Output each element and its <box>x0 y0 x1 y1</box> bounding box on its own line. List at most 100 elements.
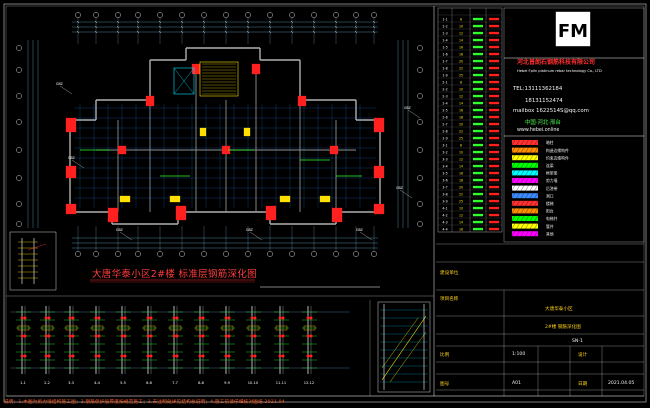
axis-bubble-top <box>93 12 99 18</box>
mailbox-label: mailbox <box>513 108 535 114</box>
column-hatched <box>65 203 77 215</box>
rebar-row-mark <box>489 66 499 70</box>
legend-hatch <box>534 177 538 184</box>
section-node <box>250 316 254 320</box>
elevator-cross <box>173 67 195 95</box>
axis-bubble-top <box>157 12 163 18</box>
edge-member <box>243 127 251 137</box>
section-cap <box>247 325 260 331</box>
legend-hatch <box>525 155 529 161</box>
column-hatched <box>175 205 187 221</box>
rebar-row-mark <box>473 108 483 112</box>
rebar-row-mark <box>473 59 483 63</box>
legend-label: 后浇带 <box>546 186 558 191</box>
legend-label: 洞口 <box>546 193 554 198</box>
legend-hatch <box>520 193 525 199</box>
rebar-row-mark <box>473 122 483 126</box>
section-node <box>253 316 257 320</box>
project-name: 大唐华泰小区 <box>545 307 573 312</box>
dimension-tick <box>312 25 316 29</box>
dimension-tick <box>136 20 140 24</box>
section-node <box>281 316 285 320</box>
wall-detail <box>9 231 57 291</box>
scale-value: 1:100 <box>512 352 526 357</box>
rebar-row-size: 16 <box>459 171 463 175</box>
dimension-tick <box>246 20 250 24</box>
axis-bubble-bottom <box>201 251 207 257</box>
column-hatched <box>297 95 307 107</box>
dimension-tick <box>354 30 358 34</box>
axis-bubble-top <box>311 12 317 18</box>
rebar-row-mark <box>489 94 499 98</box>
legend-hatch <box>525 170 529 176</box>
axis-bubble-left <box>16 221 22 227</box>
rebar-row-mark <box>489 220 499 224</box>
dimension-tick <box>372 30 376 34</box>
sheet-value: A01 <box>512 381 521 386</box>
section-cap <box>117 325 130 331</box>
section-node <box>23 354 27 358</box>
column-hatched <box>65 117 77 133</box>
rebar-row-index: 3-6 <box>442 178 447 182</box>
axis-bubble-bottom <box>289 251 295 257</box>
section-cap <box>41 325 54 331</box>
rebar-row-mark <box>473 136 483 140</box>
axis-bubble-right <box>417 93 423 99</box>
leader-line <box>71 159 85 169</box>
rebar-row-mark <box>489 157 499 161</box>
detail-leader <box>27 243 47 251</box>
axis-bubble-left <box>16 201 22 207</box>
rebar-row-index: 1-8 <box>442 66 447 70</box>
rebar-row-mark <box>489 24 499 28</box>
axis-bubble-bottom <box>353 251 359 257</box>
dimension-tick <box>268 30 272 34</box>
axis-bubble-top <box>179 12 185 18</box>
legend-hatch <box>516 200 520 206</box>
axis-bubble-bottom <box>311 251 317 257</box>
section-node <box>20 316 24 320</box>
section-node <box>44 354 48 358</box>
dimension-tick <box>354 25 358 29</box>
axis-bubble-left <box>16 119 22 125</box>
legend-hatch <box>520 139 525 146</box>
legend-frame <box>503 135 645 243</box>
axis-bubble-right <box>417 175 423 181</box>
axis-bubble-bottom <box>333 251 339 257</box>
legend-swatch <box>512 147 538 153</box>
leader-text: GBZ <box>356 228 364 232</box>
legend-hatch <box>520 170 525 176</box>
legend-hatch <box>511 170 516 176</box>
legend-hatch <box>534 231 538 237</box>
rebar-row-mark <box>473 94 483 98</box>
legend-hatch <box>534 185 538 191</box>
section-node <box>224 316 228 320</box>
rebar-row-size: 12 <box>459 213 463 217</box>
dimension-tick <box>94 20 98 24</box>
section-node <box>309 316 313 320</box>
rebar-row-mark <box>489 199 499 203</box>
rebar-row-size: 12 <box>459 94 463 98</box>
rebar-row-mark <box>489 143 499 147</box>
rebar-row-mark <box>489 31 499 35</box>
section-node <box>23 334 27 338</box>
company-name-en: Hebei Fplin platinum rebar technology Co… <box>517 69 602 73</box>
legend-hatch <box>529 223 534 229</box>
column-hatched <box>145 95 155 107</box>
section-node <box>47 354 51 358</box>
rebar-row-index: 3-4 <box>442 164 447 168</box>
section-cap <box>195 325 208 331</box>
section-node <box>172 354 176 358</box>
rebar-row-mark <box>473 66 483 70</box>
legend-label: 楼梯 <box>546 201 554 206</box>
axis-bubble-right <box>417 201 423 207</box>
rebar-row-mark <box>489 122 499 126</box>
rebar-row-size: 20 <box>459 59 463 63</box>
section-node <box>306 334 310 338</box>
legend-hatch <box>534 147 538 153</box>
section-node <box>172 316 176 320</box>
legend-hatch <box>529 139 534 146</box>
column-hatched <box>331 207 343 223</box>
section-label: 11-11 <box>276 381 286 385</box>
dimension-tick <box>312 30 316 34</box>
